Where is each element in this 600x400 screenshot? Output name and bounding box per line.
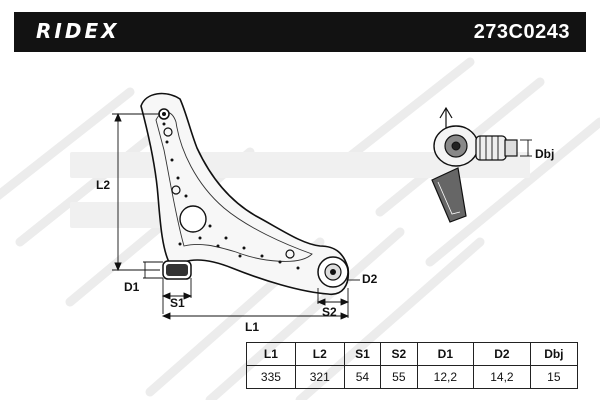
spec-value-cell: 12,2 (416, 365, 475, 389)
spec-table-value-row: 335 321 54 55 12,2 14,2 15 (246, 365, 579, 389)
spec-value-cell: 54 (343, 365, 382, 389)
spec-table-header-row: L1 L2 S1 S2 D1 D2 Dbj (246, 342, 579, 366)
spec-value-cell: 15 (529, 365, 579, 389)
label-dbj: Dbj (535, 147, 555, 161)
spec-header-cell: L2 (294, 342, 345, 366)
brand-logo: RIDEX (36, 19, 120, 43)
spec-table: L1 L2 S1 S2 D1 D2 Dbj 335 321 54 55 12,2… (246, 342, 579, 389)
spec-header-cell: Dbj (529, 342, 579, 366)
header-bar: RIDEX 273C0243 (14, 12, 586, 52)
label-s2: S2 (322, 305, 337, 319)
rivet-dots (162, 122, 300, 270)
lightening-hole-3 (171, 185, 181, 195)
label-d2: D2 (362, 272, 378, 286)
spec-header-cell: S2 (380, 342, 418, 366)
lightening-hole-2 (179, 205, 207, 233)
label-d1: D1 (124, 280, 140, 294)
control-arm-inner-contour (155, 111, 313, 262)
label-l2: L2 (96, 178, 111, 192)
spec-value-cell: 14,2 (473, 365, 531, 389)
part-number: 273C0243 (473, 21, 570, 43)
spec-header-cell: D1 (416, 342, 475, 366)
dimension-lines (112, 112, 360, 320)
spec-header-cell: D2 (473, 342, 531, 366)
lightening-hole-1 (163, 127, 173, 137)
label-s1: S1 (170, 296, 185, 310)
lightening-hole-4 (285, 249, 295, 259)
spec-header-cell: L1 (246, 342, 296, 366)
spec-value-cell: 335 (246, 365, 296, 389)
ball-joint-detail (431, 106, 532, 223)
spec-header-cell: S1 (343, 342, 382, 366)
spec-value-cell: 321 (294, 365, 345, 389)
spec-value-cell: 55 (380, 365, 418, 389)
label-l1: L1 (245, 320, 260, 334)
